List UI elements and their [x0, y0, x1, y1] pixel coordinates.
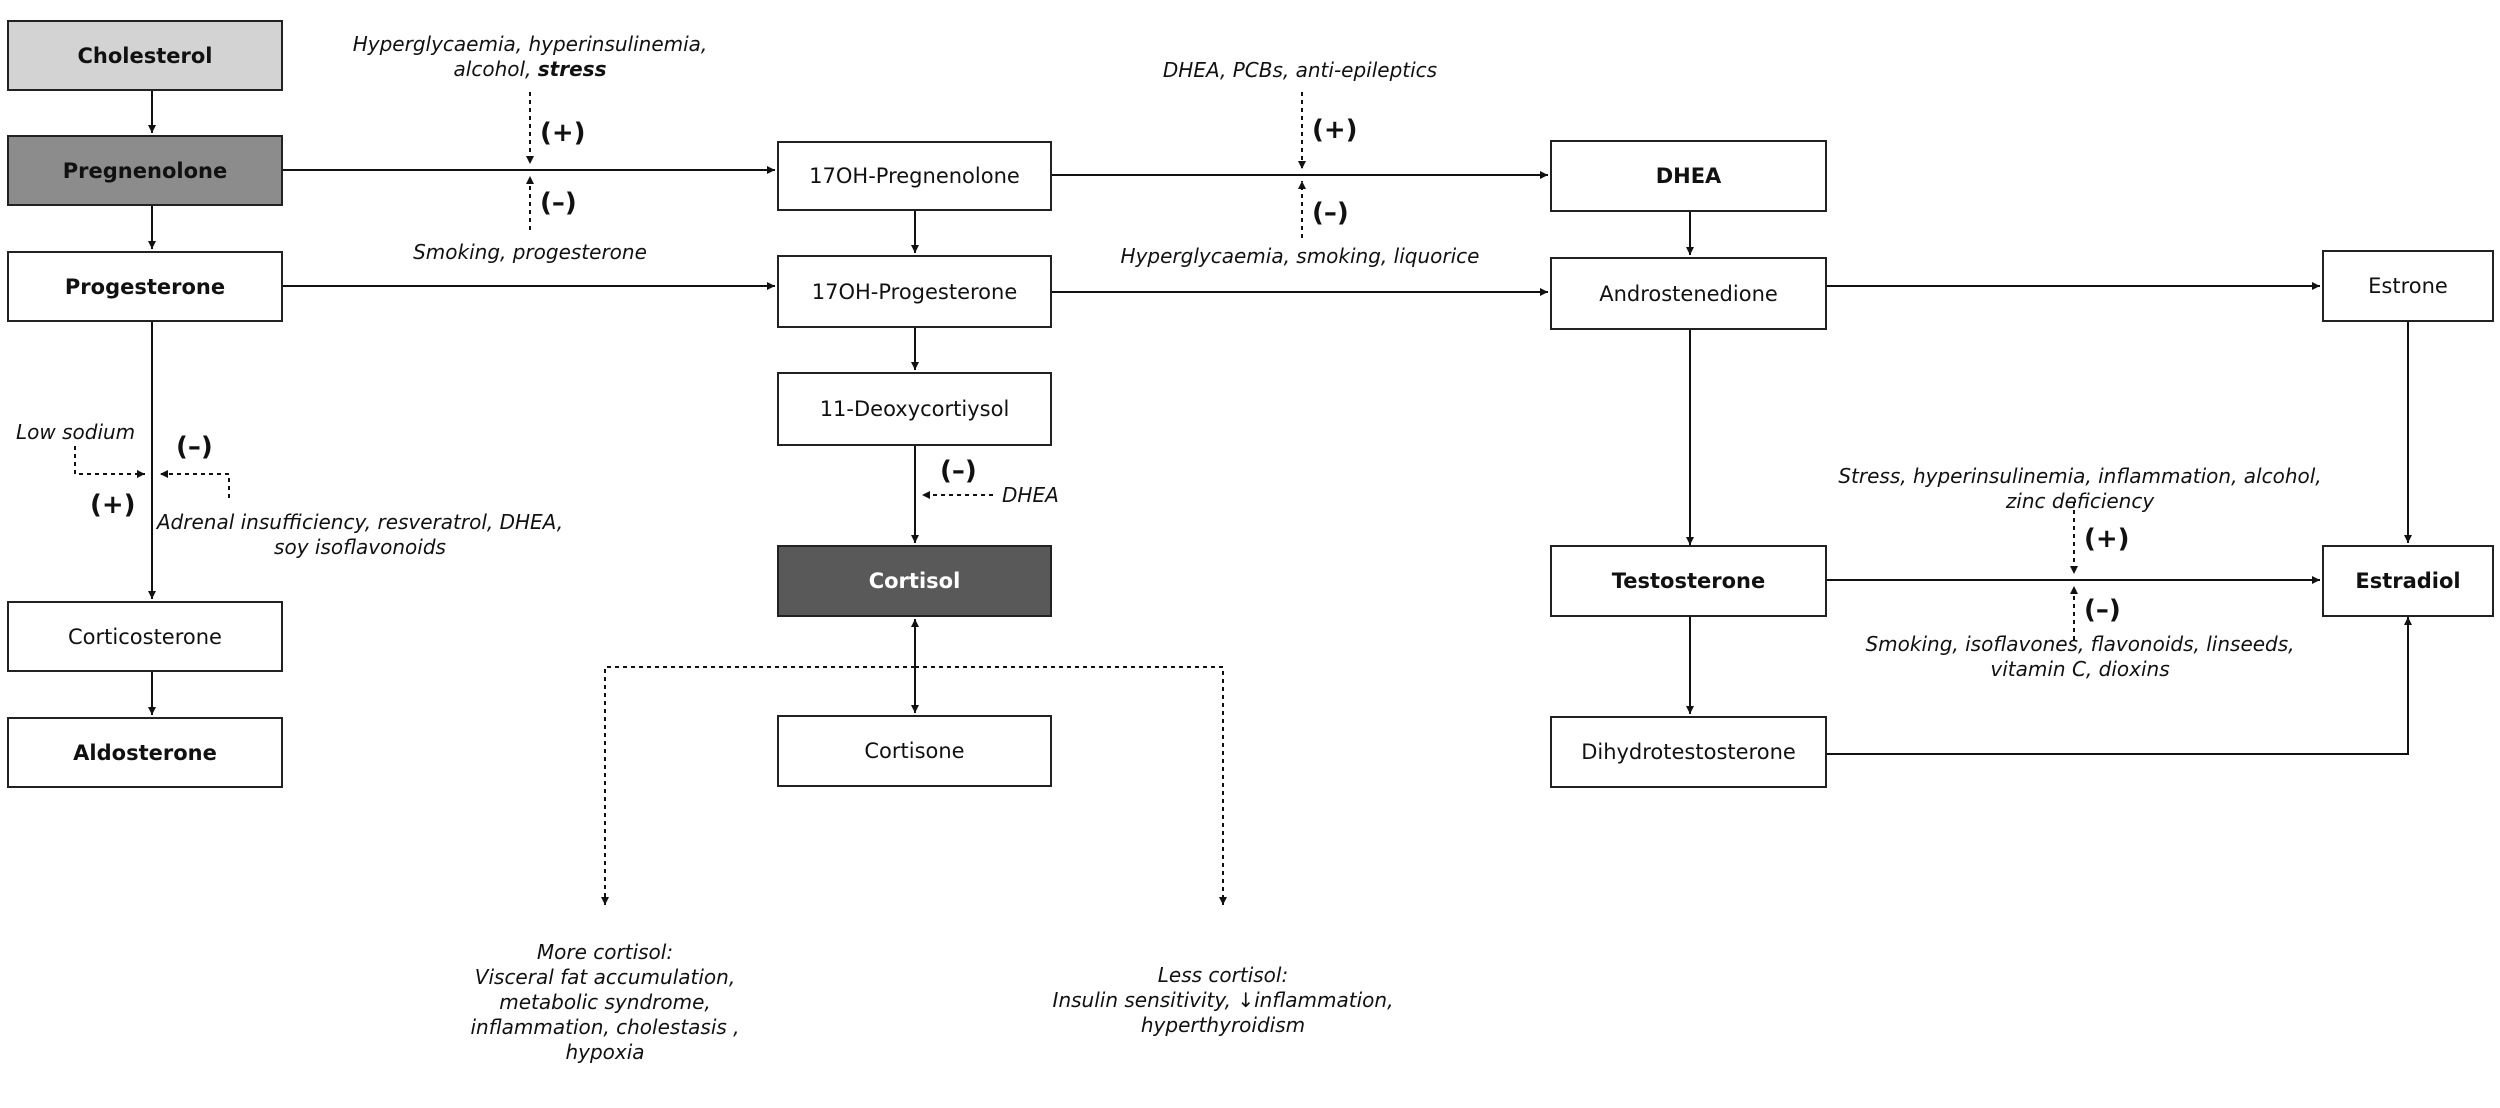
- sign-corticosterone-minus: (–): [176, 432, 213, 462]
- dashed-arrow-corticosterone-minus: [160, 470, 230, 498]
- modifier-text: vitamin C, dioxins: [1990, 657, 2170, 681]
- modifier-estradiol-up: Stress, hyperinsulinemia, inflammation, …: [1830, 464, 2330, 514]
- sign-corticosterone-plus: (+): [90, 490, 136, 520]
- effect-text: More cortisol:: [536, 940, 674, 964]
- node-cortisol: Cortisol: [777, 545, 1052, 617]
- modifier-estradiol-down: Smoking, isoflavones, flavonoids, linsee…: [1840, 632, 2320, 682]
- effect-text: metabolic syndrome,: [499, 990, 711, 1014]
- modifier-text: Adrenal insufficiency, resveratrol, DHEA…: [156, 510, 564, 534]
- node-cholesterol: Cholesterol: [7, 20, 283, 91]
- node-11-deoxycortisol: 11-Deoxycortiysol: [777, 372, 1052, 446]
- modifier-text: Hyperglycaemia, hyperinsulinemia,: [352, 32, 708, 56]
- node-pregnenolone: Pregnenolone: [7, 135, 283, 206]
- node-cortisone: Cortisone: [777, 715, 1052, 787]
- sign-pregnenolone-plus: (+): [540, 118, 586, 148]
- dashed-arrow-corticosterone-plus: [74, 446, 145, 478]
- modifier-corticosterone-down: Adrenal insufficiency, resveratrol, DHEA…: [150, 510, 570, 560]
- modifier-text: Smoking, isoflavones, flavonoids, linsee…: [1865, 632, 2295, 656]
- effect-text: Insulin sensitivity, ↓inflammation,: [1052, 988, 1394, 1012]
- modifier-cortisol-down: DHEA: [1002, 483, 1059, 507]
- node-17oh-pregnenolone: 17OH-Pregnenolone: [777, 141, 1052, 211]
- modifier-text: zinc deficiency: [2005, 489, 2155, 513]
- node-dhea: DHEA: [1550, 140, 1827, 212]
- sign-dhea-minus: (–): [1312, 198, 1349, 228]
- node-corticosterone: Corticosterone: [7, 601, 283, 672]
- node-estrone: Estrone: [2322, 250, 2494, 322]
- sign-cortisol-minus: (–): [940, 456, 977, 486]
- sign-estradiol-minus: (–): [2084, 595, 2121, 625]
- node-17oh-progesterone: 17OH-Progesterone: [777, 255, 1052, 328]
- sign-dhea-plus: (+): [1312, 115, 1358, 145]
- node-progesterone: Progesterone: [7, 251, 283, 322]
- effect-text: inflammation, cholestasis ,: [470, 1015, 740, 1039]
- modifier-emphasis: stress: [537, 57, 607, 81]
- effect-text: hyperthyroidism: [1140, 1013, 1306, 1037]
- effect-text: Visceral fat accumulation,: [474, 965, 736, 989]
- node-estradiol: Estradiol: [2322, 545, 2494, 617]
- arrow-dihydrotestosterone-estradiol: [1827, 617, 2412, 755]
- sign-pregnenolone-minus: (–): [540, 188, 577, 218]
- effect-more-cortisol: More cortisol: Visceral fat accumulation…: [445, 940, 765, 1065]
- node-testosterone: Testosterone: [1550, 545, 1827, 617]
- modifier-text: Stress, hyperinsulinemia, inflammation, …: [1838, 464, 2322, 488]
- effect-text: hypoxia: [565, 1040, 645, 1064]
- sign-estradiol-plus: (+): [2084, 524, 2130, 554]
- modifier-dhea-down: Hyperglycaemia, smoking, liquorice: [1120, 244, 1480, 268]
- modifier-pregnenolone-down: Smoking, progesterone: [413, 240, 647, 264]
- node-androstenedione: Androstenedione: [1550, 257, 1827, 330]
- node-dihydrotestosterone: Dihydrotestosterone: [1550, 716, 1827, 788]
- dashed-arrow-less-cortisol: [915, 666, 1227, 905]
- modifier-text: alcohol,: [453, 57, 532, 81]
- modifier-corticosterone-up: Low sodium: [16, 420, 136, 444]
- modifier-pregnenolone-up: Hyperglycaemia, hyperinsulinemia, alcoho…: [330, 32, 730, 82]
- modifier-text: soy isoflavonoids: [274, 535, 446, 559]
- effect-text: Less cortisol:: [1157, 963, 1289, 987]
- modifier-text: alcohol, stress: [330, 57, 730, 82]
- modifier-dhea-up: DHEA, PCBs, anti-epileptics: [1162, 58, 1438, 82]
- node-aldosterone: Aldosterone: [7, 717, 283, 788]
- effect-less-cortisol: Less cortisol: Insulin sensitivity, ↓inf…: [1043, 963, 1403, 1038]
